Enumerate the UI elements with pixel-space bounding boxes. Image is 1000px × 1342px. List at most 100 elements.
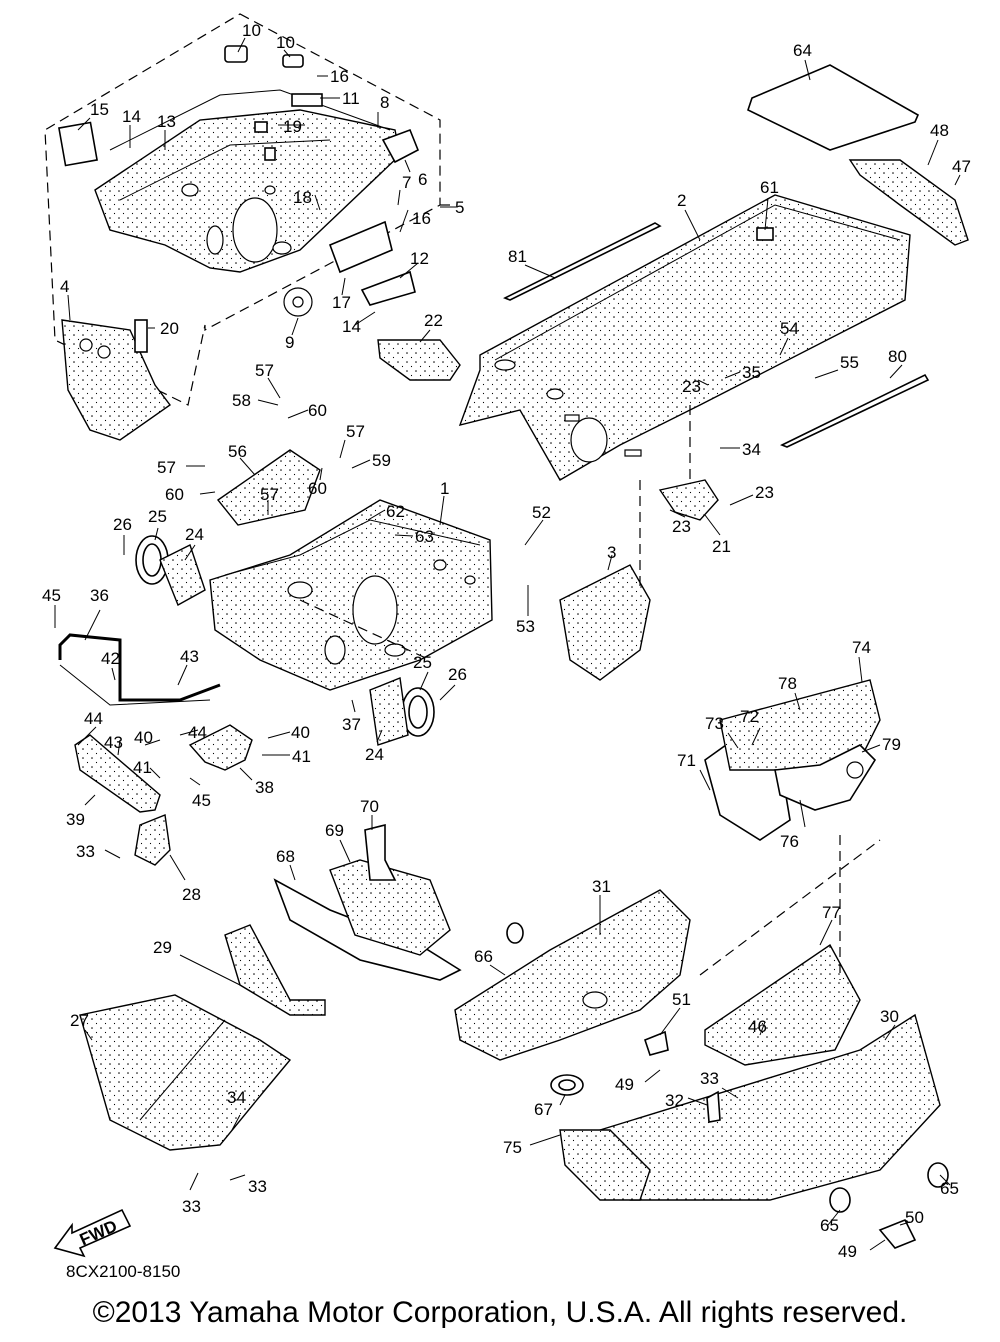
callout-29: 29 xyxy=(153,938,172,957)
callout-70: 70 xyxy=(360,797,379,816)
callout-46: 46 xyxy=(748,1017,767,1036)
callout-39: 39 xyxy=(66,810,85,829)
boot-and-ring-right xyxy=(369,677,435,746)
callout-33: 33 xyxy=(76,842,95,861)
callout-25: 25 xyxy=(413,653,432,672)
callout-4: 4 xyxy=(60,277,69,296)
callout-69: 69 xyxy=(325,821,344,840)
callout-60: 60 xyxy=(308,479,327,498)
callout-16: 16 xyxy=(330,67,349,86)
bracket-28 xyxy=(134,814,171,866)
callout-22: 22 xyxy=(424,311,443,330)
subframe-assembly-boundary xyxy=(44,13,441,406)
callout-51: 51 xyxy=(672,990,691,1009)
belly-pan-31 xyxy=(454,889,691,1061)
callout-68: 68 xyxy=(276,847,295,866)
callout-34: 34 xyxy=(742,440,761,459)
grommet-65-b xyxy=(927,1162,949,1188)
callout-11: 11 xyxy=(342,89,360,108)
callout-31: 31 xyxy=(592,877,611,896)
bracket-39 xyxy=(74,734,161,813)
callout-52: 52 xyxy=(532,503,551,522)
callout-48: 48 xyxy=(930,121,949,140)
callout-49: 49 xyxy=(838,1242,857,1261)
callout-58: 58 xyxy=(232,391,251,410)
callout-74: 74 xyxy=(852,638,871,657)
callout-17: 17 xyxy=(332,293,351,312)
front-bracket xyxy=(61,319,171,441)
callout-56: 56 xyxy=(228,442,247,461)
callout-16: 16 xyxy=(412,209,431,228)
callout-8: 8 xyxy=(380,93,389,112)
lower-belly-pan-front xyxy=(79,994,292,1151)
panel-70 xyxy=(364,823,397,881)
diagram-code: 8CX2100-8150 xyxy=(66,1262,181,1281)
callout-38: 38 xyxy=(255,778,274,797)
callout-41: 41 xyxy=(292,747,311,766)
callout-44: 44 xyxy=(188,723,207,742)
callout-55: 55 xyxy=(840,353,859,372)
panel-69 xyxy=(329,859,451,956)
callout-59: 59 xyxy=(372,451,391,470)
callout-44: 44 xyxy=(84,709,103,728)
callout-45: 45 xyxy=(42,586,61,605)
bracket-51 xyxy=(644,1030,669,1056)
boot-and-ring-left xyxy=(135,535,206,606)
callout-13: 13 xyxy=(157,112,176,131)
callout-32: 32 xyxy=(665,1091,684,1110)
bracket-22 xyxy=(377,339,461,381)
callout-30: 30 xyxy=(880,1007,899,1026)
callout-36: 36 xyxy=(90,586,109,605)
callout-76: 76 xyxy=(780,832,799,851)
front-upper-frame xyxy=(58,45,420,317)
callout-7: 7 xyxy=(402,173,411,192)
callout-15: 15 xyxy=(90,100,109,119)
callout-53: 53 xyxy=(516,617,535,636)
rear-bracket xyxy=(848,159,969,246)
callout-14: 14 xyxy=(122,107,141,126)
crossbar-56 xyxy=(216,449,321,526)
grommet-66 xyxy=(506,922,524,944)
forward-direction-arrow: FWD xyxy=(53,1208,132,1258)
callout-71: 71 xyxy=(677,751,696,770)
bracket-3 xyxy=(559,564,651,681)
callout-50: 50 xyxy=(905,1208,924,1227)
front-bumper xyxy=(58,633,221,702)
callout-65: 65 xyxy=(820,1216,839,1235)
callout-43: 43 xyxy=(104,733,123,752)
callout-23: 23 xyxy=(755,483,774,502)
heat-pad xyxy=(747,64,920,151)
callout-40: 40 xyxy=(134,728,153,747)
trim-strip-80 xyxy=(780,373,930,448)
bracket-21 xyxy=(658,479,719,521)
callout-5: 5 xyxy=(455,198,464,217)
callout-10: 10 xyxy=(276,33,295,52)
callout-65: 65 xyxy=(940,1179,959,1198)
callout-27: 27 xyxy=(70,1011,89,1030)
callout-81: 81 xyxy=(508,247,527,266)
trim-strip-81 xyxy=(503,222,662,301)
callout-75: 75 xyxy=(503,1138,522,1157)
callout-43: 43 xyxy=(180,647,199,666)
callout-14: 14 xyxy=(342,317,361,336)
leader-lines xyxy=(54,37,961,1251)
callout-34: 34 xyxy=(227,1088,246,1107)
callout-45: 45 xyxy=(192,791,211,810)
callout-47: 47 xyxy=(952,157,971,176)
callout-12: 12 xyxy=(410,249,429,268)
callout-6: 6 xyxy=(418,170,427,189)
belly-pan-75 xyxy=(559,1129,651,1201)
callout-66: 66 xyxy=(474,947,493,966)
callout-60: 60 xyxy=(165,485,184,504)
callout-49: 49 xyxy=(615,1075,634,1094)
callout-18: 18 xyxy=(293,188,312,207)
callout-41: 41 xyxy=(133,758,152,777)
callout-20: 20 xyxy=(160,319,179,338)
copyright-notice: ©2013 Yamaha Motor Corporation, U.S.A. A… xyxy=(92,1296,908,1329)
callout-33: 33 xyxy=(182,1197,201,1216)
callout-40: 40 xyxy=(291,723,310,742)
callout-72: 72 xyxy=(740,707,759,726)
callout-26: 26 xyxy=(113,515,132,534)
callout-73: 73 xyxy=(705,714,724,733)
callout-78: 78 xyxy=(778,674,797,693)
